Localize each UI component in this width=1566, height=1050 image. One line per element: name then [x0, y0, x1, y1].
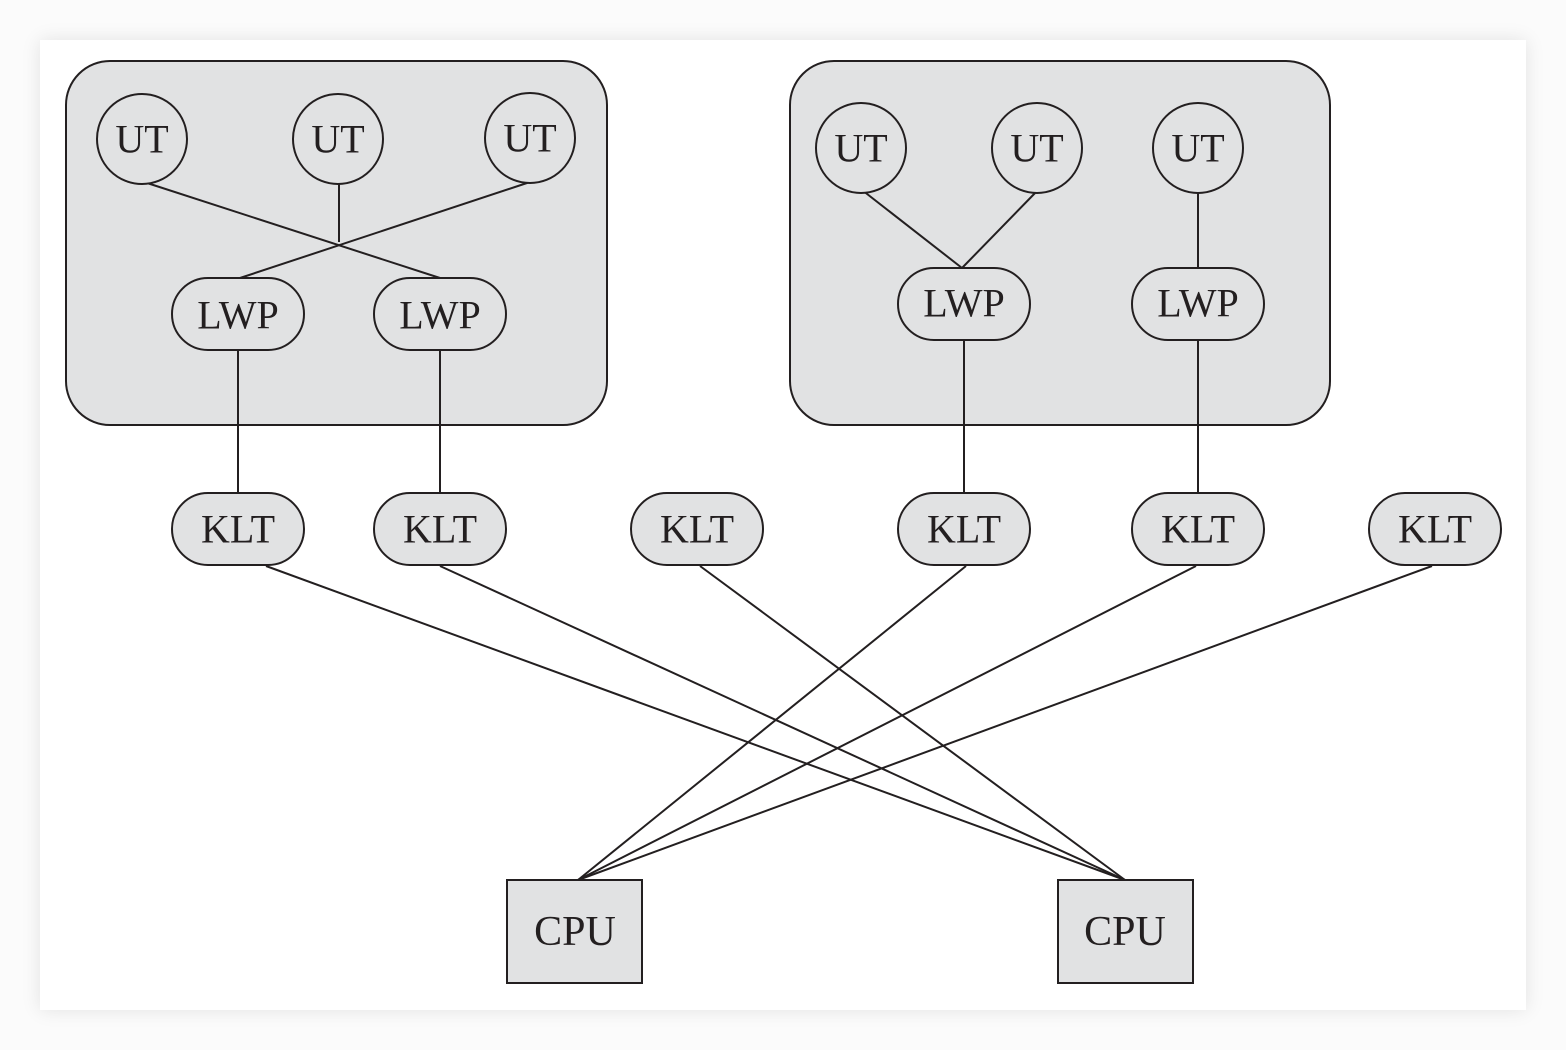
edge-klt6-cpu1	[577, 565, 1433, 881]
klt-label: KLT	[1398, 507, 1472, 552]
user-thread-node: UT	[96, 93, 188, 185]
user-thread-node: UT	[292, 93, 384, 185]
klt-label: KLT	[1161, 507, 1235, 552]
klt-label: KLT	[403, 507, 477, 552]
user-thread-label: UT	[503, 116, 556, 161]
klt-label: KLT	[927, 507, 1001, 552]
klt-node: KLT	[630, 492, 764, 566]
klt-node: KLT	[897, 492, 1031, 566]
user-thread-label: UT	[834, 126, 887, 171]
cpu-node: CPU	[506, 879, 643, 984]
edge-ut1-lwp2	[143, 181, 441, 279]
user-thread-label: UT	[1010, 126, 1063, 171]
edge-klt1-cpu2	[265, 565, 1126, 881]
klt-label: KLT	[660, 507, 734, 552]
klt-label: KLT	[201, 507, 275, 552]
lwp-label: LWP	[399, 293, 480, 338]
cpu-label: CPU	[534, 909, 616, 955]
lwp-node: LWP	[373, 277, 507, 351]
lwp-node: LWP	[171, 277, 305, 351]
edge-ut4-lwp3	[861, 189, 963, 269]
klt-node: KLT	[1368, 492, 1502, 566]
lwp-node: LWP	[1131, 267, 1265, 341]
edge-ut5-lwp3	[961, 189, 1039, 269]
cpu-label: CPU	[1084, 909, 1166, 955]
klt-node: KLT	[373, 492, 507, 566]
lwp-node: LWP	[897, 267, 1031, 341]
edge-klt5-cpu1	[577, 565, 1197, 881]
user-thread-node: UT	[991, 102, 1083, 194]
user-thread-label: UT	[1171, 126, 1224, 171]
lwp-label: LWP	[923, 281, 1004, 326]
user-thread-node: UT	[815, 102, 907, 194]
cpu-node: CPU	[1057, 879, 1194, 984]
user-thread-label: UT	[311, 117, 364, 162]
klt-node: KLT	[1131, 492, 1265, 566]
user-thread-label: UT	[115, 117, 168, 162]
lwp-label: LWP	[1157, 281, 1238, 326]
user-thread-node: UT	[484, 92, 576, 184]
user-thread-node: UT	[1152, 102, 1244, 194]
edge-ut3-lwp1	[239, 181, 531, 279]
klt-node: KLT	[171, 492, 305, 566]
edge-klt3-cpu2	[699, 565, 1126, 881]
edge-klt2-cpu2	[439, 565, 1126, 881]
edge-klt4-cpu1	[577, 565, 967, 881]
lwp-label: LWP	[197, 293, 278, 338]
